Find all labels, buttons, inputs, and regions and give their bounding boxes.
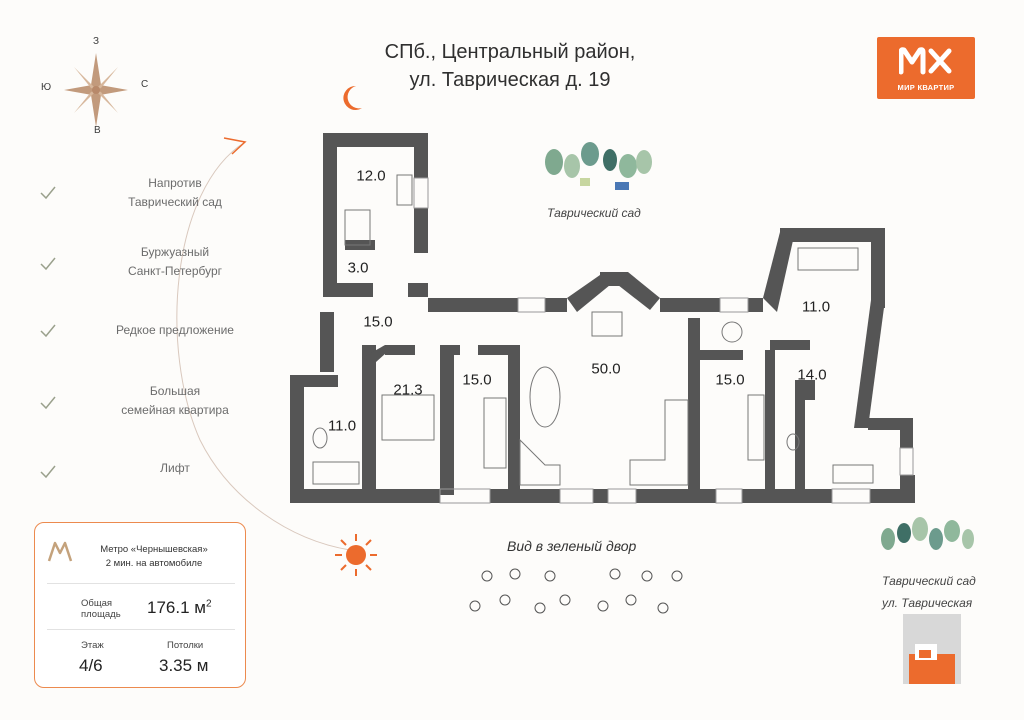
checkmark-icon [40,396,56,410]
sun-path-arc [176,137,351,551]
room-area-label: 50.0 [591,360,621,378]
feature-item-4: Большая семейная квартира [80,382,270,420]
checkmark-icon [40,324,56,338]
room-area-label: 3.0 [347,259,369,277]
divider [47,583,235,584]
feature-2-line-2: Санкт-Петербург [127,264,223,278]
address-line-1: СПб., Центральный район, [384,41,636,63]
metro-icon [47,541,73,562]
info-card: Метро «Чернышевская» 2 мин. на автомобил… [34,522,246,688]
floor-label: Этаж [81,640,104,651]
mir-kvartir-logo-icon [899,47,952,75]
checkmark-icon [40,257,56,271]
sun-icon [335,534,377,576]
feature-5-line-1: Лифт [160,461,190,475]
walls [290,133,915,503]
brand-logo: МИР КВАРТИР [877,37,975,99]
compass-rose-icon [64,53,128,127]
room-area-label: 14.0 [797,366,827,384]
area-label-line-1: Общая [81,598,113,609]
feature-4-line-1: Большая [149,384,201,398]
garden-trees-icon [545,142,652,190]
feature-item-1: Напротив Таврический сад [80,174,270,212]
feature-1-line-2: Таврический сад [128,195,222,209]
feature-2-line-1: Буржуазный [140,245,210,259]
moon-icon [343,85,362,110]
room-area-label: 15.0 [715,371,745,389]
checkmark-icon [40,186,56,200]
floor-plan [290,133,915,504]
room-area-label: 21.3 [393,381,423,399]
feature-1-line-1: Напротив [148,176,202,190]
ceiling-label: Потолки [167,640,204,651]
room-area-label: 11.0 [327,417,357,435]
garden-caption: Таврический сад [547,206,641,220]
furniture [312,174,914,504]
inset-garden-caption: Таврический сад [882,574,976,588]
logo-text: МИР КВАРТИР [897,83,955,92]
compass-west-label: Ю [41,82,52,93]
area-value: 176.1 м2 [147,598,212,618]
compass-south-label: В [94,125,101,136]
floor-value: 4/6 [79,656,103,675]
garden-trees-icon [881,517,974,550]
room-area-label: 12.0 [356,167,386,185]
ceiling-value: 3.35 м [159,656,209,675]
area-value-number: 176.1 м [147,598,206,617]
room-area-label: 15.0 [363,313,393,331]
metro-distance: 2 мин. на автомобиле [105,558,203,569]
feature-3-line-1: Редкое предложение [116,323,234,337]
view-caption: Вид в зеленый двор [507,538,637,554]
divider [47,629,235,630]
metro-info: Метро «Чернышевская» 2 мин. на автомобил… [79,543,229,571]
feature-item-5: Лифт [80,459,270,478]
feature-item-2: Буржуазный Санкт-Петербург [80,243,270,281]
inset-street-caption: ул. Таврическая [882,596,973,610]
room-area-label: 11.0 [801,298,831,316]
address-line-2: ул. Таврическая д. 19 [409,69,611,91]
metro-name: Метро «Чернышевская» [100,544,208,555]
building-location-icon [903,614,961,684]
feature-4-line-2: семейная квартира [121,403,229,417]
courtyard-trees-icon [469,568,683,614]
address-title: СПб., Центральный район, ул. Таврическая… [330,38,690,94]
checkmark-icon [40,465,56,479]
room-area-label: 15.0 [462,371,492,389]
feature-item-3: Редкое предложение [80,321,270,340]
compass-north-label: З [93,36,100,47]
compass-east-label: С [141,79,149,90]
area-unit-superscript: 2 [205,598,212,610]
area-label: Общая площадь [81,598,121,620]
area-label-line-2: площадь [81,609,121,620]
